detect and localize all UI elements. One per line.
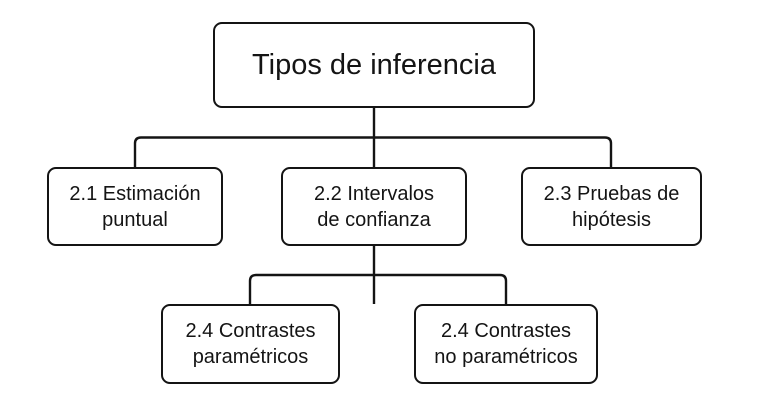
connector-grandchildren-rail: [248, 273, 508, 304]
node-pruebas-de-hipotesis: 2.3 Pruebas de hipótesis: [521, 167, 702, 246]
node-label: Tipos de inferencia: [252, 49, 496, 81]
node-intervalos-de-confianza: 2.2 Intervalos de confianza: [281, 167, 467, 246]
node-label: 2.4 Contrastes paramétricos: [185, 320, 316, 368]
node-label: 2.3 Pruebas de hipótesis: [543, 182, 680, 231]
node-label: 2.4 Contrastes no paramétricos: [434, 320, 578, 368]
node-label: 2.2 Intervalos de confianza: [313, 182, 435, 231]
node-tipos-de-inferencia: Tipos de inferencia: [213, 22, 535, 108]
node-contrastes-no-parametricos: 2.4 Contrastes no paramétricos: [414, 304, 598, 384]
node-contrastes-parametricos: 2.4 Contrastes paramétricos: [161, 304, 340, 384]
node-estimacion-puntual: 2.1 Estimación puntual: [47, 167, 223, 246]
connector-children-rail: [133, 136, 613, 167]
node-label: 2.1 Estimación puntual: [69, 182, 201, 231]
